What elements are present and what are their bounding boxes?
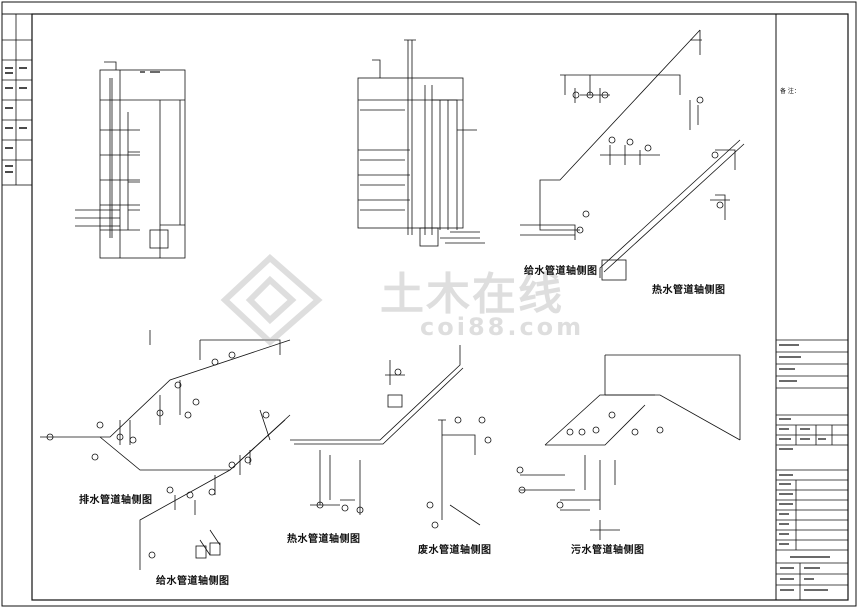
- caption-water-supply-2: 给水管道轴侧图: [156, 576, 230, 587]
- hot-water-axon-2: [290, 345, 464, 515]
- water-supply-axon-1: [520, 29, 704, 240]
- section-drawing-middle: [357, 39, 485, 247]
- waste-water-axon: [426, 416, 492, 529]
- caption-waste-water: 废水管道轴侧图: [418, 545, 492, 556]
- title-block: [775, 14, 848, 600]
- inner-border: [31, 13, 849, 601]
- caption-hot-water-1: 热水管道轴侧图: [652, 285, 726, 296]
- caption-hot-water-2: 热水管道轴侧图: [287, 534, 361, 545]
- watermark-logo: [220, 253, 323, 347]
- watermark-text: 土木在线: [380, 269, 564, 320]
- drainage-axon: [40, 330, 291, 471]
- binding-strip: [1, 13, 33, 186]
- water-supply-axon-2: [139, 419, 286, 570]
- hot-water-axon-1: [599, 139, 745, 281]
- caption-drainage: 排水管道轴侧图: [79, 495, 153, 506]
- sewage-axon: [516, 354, 741, 540]
- watermark-subtext: coi88.com: [420, 313, 585, 341]
- title-block-notes-label: 备 注：: [780, 88, 800, 95]
- caption-water-supply-1: 给水管道轴侧图: [524, 266, 598, 277]
- caption-sewage: 污水管道轴侧图: [571, 545, 645, 556]
- section-drawing-left: [75, 61, 186, 259]
